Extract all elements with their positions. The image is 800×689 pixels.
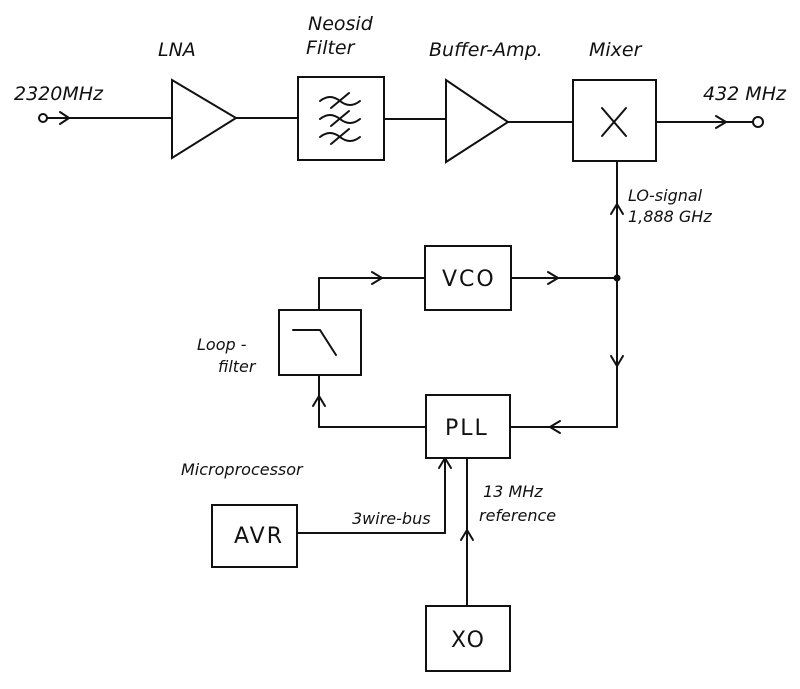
- feedback-arrowhead: [549, 420, 561, 434]
- filter-symbol: [319, 92, 361, 145]
- lna-amplifier: [171, 78, 238, 160]
- filter-label-1: Neosid: [308, 13, 374, 35]
- loop-filter-block: [278, 309, 362, 376]
- lowpass-symbol: [292, 329, 337, 356]
- output-arrowhead: [715, 115, 727, 129]
- output-terminal: [752, 116, 764, 128]
- vco-label: VCO: [442, 267, 496, 292]
- buffer-amp-label: Buffer-Amp.: [429, 39, 543, 61]
- ref-label-1: 13 MHz: [483, 482, 543, 501]
- input-freq-label: 2320MHz: [14, 83, 104, 105]
- avr-block: [211, 504, 298, 568]
- pll-label: PLL: [445, 416, 489, 441]
- buffer-amplifier: [445, 78, 510, 164]
- filter-label-2: Filter: [306, 37, 356, 59]
- loop-filter-label-2: filter: [218, 357, 257, 376]
- loop-filter-label-1: Loop -: [197, 335, 247, 354]
- bus-arrowhead: [438, 457, 452, 469]
- lo-signal-label-2: 1,888 GHz: [628, 207, 712, 226]
- vco-in-arrowhead: [371, 271, 383, 285]
- lna-label: LNA: [158, 39, 196, 61]
- mixer-x-symbol: [601, 107, 627, 137]
- avr-label: AVR: [234, 524, 284, 549]
- loopfilter-in-arrowhead: [312, 395, 326, 407]
- ref-label-2: reference: [479, 506, 556, 525]
- vco-out-arrowhead: [547, 271, 559, 285]
- bus-label: 3wire-bus: [352, 509, 431, 528]
- ref-arrowhead: [460, 529, 474, 541]
- input-terminal: [38, 113, 48, 123]
- lo-signal-label-1: LO-signal: [628, 186, 703, 205]
- output-freq-label: 432 MHz: [703, 83, 787, 105]
- lo-arrowhead-up: [610, 203, 624, 215]
- node-down-arrowhead: [610, 355, 624, 367]
- xo-label: XO: [451, 628, 486, 653]
- microprocessor-label: Microprocessor: [181, 460, 304, 479]
- pll-block: [425, 394, 511, 459]
- mixer-label: Mixer: [589, 39, 643, 61]
